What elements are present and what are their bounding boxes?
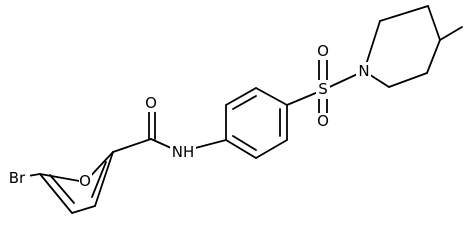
bond-c2-c3-inner [91,161,107,198]
bond-ring-2 [225,87,257,106]
atom-o-carbonyl: O [145,94,157,112]
bond-pip-3 [427,5,441,41]
molecule-canvas: Br O O NH S O O N [4,5,463,214]
atom-o-furan: O [79,172,91,190]
bond-c5-o1 [39,173,86,183]
atom-nh: NH [172,143,195,161]
bond-c2-c3 [94,151,114,207]
bond-c2-carbonyl [112,138,152,153]
bond-ring-inner-c [232,135,257,151]
atom-o-sulfonyl-top: O [317,42,329,60]
bond-c4-c5-inner [49,174,75,204]
atom-labels: Br O O NH S O O N [4,42,371,190]
atom-br: Br [9,169,26,187]
bond-c3-c4 [71,205,96,214]
bond-ring-inner-a [232,95,257,110]
bond-c4-c5 [39,173,73,214]
atom-s: S [318,80,328,98]
structure-diagram: Br O O NH S O O N [4,5,463,214]
atom-n-piperidine: N [358,62,369,80]
bond-pip-4 [426,39,441,74]
bond-methyl [439,26,463,41]
bond-pip-5 [388,72,428,88]
bond-ring-3 [255,87,288,106]
atom-o-sulfonyl-bottom: O [317,112,329,130]
bond-pip-2 [379,5,429,22]
bond-ring-5 [255,139,288,159]
bond-ring-6 [225,139,257,159]
